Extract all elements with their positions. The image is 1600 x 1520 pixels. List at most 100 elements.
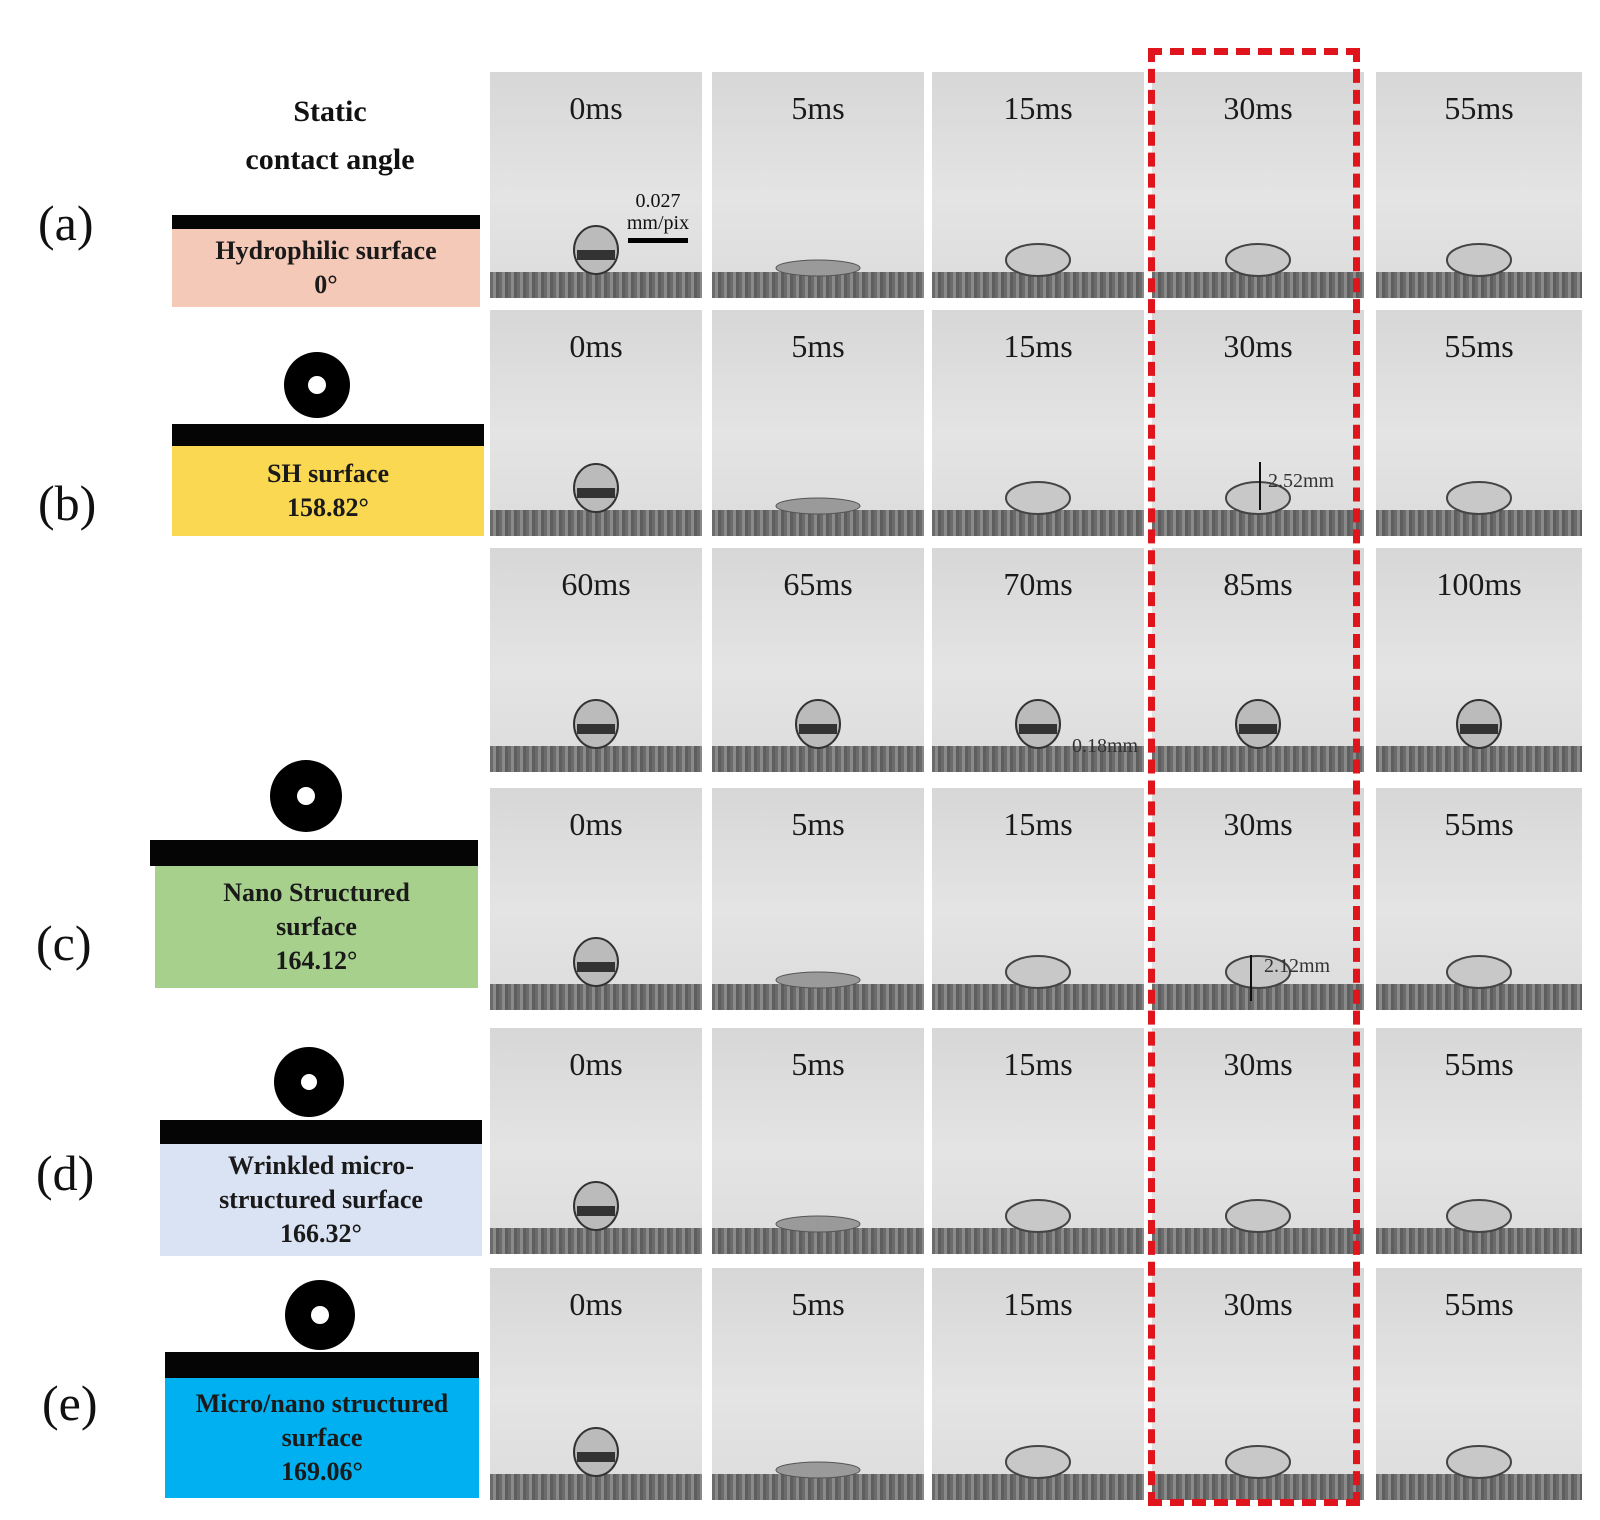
droplet-shape	[1005, 955, 1071, 989]
frame-time-label: 0ms	[569, 1286, 623, 1322]
droplet-shape	[1235, 699, 1281, 749]
droplet-shape	[1446, 1445, 1512, 1479]
row-label-c: (c)	[36, 915, 92, 971]
annotation-b-30ms: 2.52mm	[1268, 470, 1335, 492]
frame-ground	[490, 746, 702, 772]
frame-time-label: 55ms	[1444, 1286, 1514, 1322]
frame-b-1: 5ms	[712, 310, 924, 536]
droplet-shape	[573, 1427, 619, 1477]
frame-b-2: 15ms	[932, 310, 1144, 536]
substrate-a	[172, 215, 480, 229]
static-contact-angle-header: Static contact angle	[200, 88, 460, 184]
frame-time-label: 15ms	[1003, 806, 1073, 842]
frame-e-0: 0ms	[490, 1268, 702, 1500]
frame-b2-4: 100ms	[1376, 548, 1582, 772]
droplet-shape	[573, 1181, 619, 1231]
surface-box-c: Nano Structured surface 164.12°	[155, 866, 478, 988]
frame-time-label: 30ms	[1223, 1046, 1293, 1082]
surface-b-angle: 158.82°	[287, 493, 369, 522]
droplet-shape	[1225, 1445, 1291, 1479]
frame-time-label: 55ms	[1444, 1046, 1514, 1082]
droplet-shape	[795, 699, 841, 749]
row-label-e: (e)	[42, 1375, 98, 1431]
droplet-shape	[573, 699, 619, 749]
frame-a-4: 55ms	[1376, 72, 1582, 298]
frame-b-0: 0ms	[490, 310, 702, 536]
surface-b-name: SH surface	[266, 459, 390, 488]
frame-time-label: 15ms	[1003, 1046, 1073, 1082]
row-label-b: (b)	[38, 475, 97, 531]
droplet-shape	[775, 971, 861, 989]
frame-time-label: 0ms	[569, 328, 623, 364]
frame-time-label: 5ms	[791, 90, 845, 126]
frame-b-3: 30ms	[1152, 310, 1364, 536]
header-line2: contact angle	[245, 143, 415, 176]
droplet-shape	[1446, 481, 1512, 515]
frame-d-3: 30ms	[1152, 1028, 1364, 1254]
frame-b2-3: 85ms	[1152, 548, 1364, 772]
surface-box-e: Micro/nano structured surface 169.06°	[165, 1378, 479, 1498]
droplet-shape	[1446, 243, 1512, 277]
frame-c-2: 15ms	[932, 788, 1144, 1010]
scale-bar: 0.027 mm/pix	[608, 190, 708, 243]
frame-c-4: 55ms	[1376, 788, 1582, 1010]
droplet-shape	[1225, 955, 1291, 989]
frame-c-1: 5ms	[712, 788, 924, 1010]
substrate-d	[160, 1120, 482, 1144]
row-label-a: (a)	[38, 195, 94, 251]
frame-d-4: 55ms	[1376, 1028, 1582, 1254]
frame-b2-2: 70ms	[932, 548, 1144, 772]
frame-time-label: 70ms	[1003, 566, 1073, 602]
frame-time-label: 55ms	[1444, 328, 1514, 364]
droplet-d-icon	[274, 1047, 344, 1117]
frame-e-4: 55ms	[1376, 1268, 1582, 1500]
scale-unit: mm/pix	[626, 212, 690, 234]
row-label-d: (d)	[36, 1145, 95, 1201]
height-arrow-b	[1259, 462, 1261, 510]
surface-box-a: Hydrophilic surface 0°	[172, 229, 480, 307]
frame-e-3: 30ms	[1152, 1268, 1364, 1500]
frame-time-label: 5ms	[791, 328, 845, 364]
frame-ground	[1152, 746, 1364, 772]
surface-box-d: Wrinkled micro- structured surface 166.3…	[160, 1144, 482, 1256]
droplet-shape	[775, 1215, 861, 1233]
frame-time-label: 0ms	[569, 90, 623, 126]
frame-ground	[932, 746, 1144, 772]
droplet-shape	[775, 259, 861, 277]
droplet-shape	[1225, 243, 1291, 277]
substrate-e	[165, 1352, 479, 1378]
surface-c-name: Nano Structured	[223, 878, 410, 907]
surface-box-b: SH surface 158.82°	[172, 446, 484, 536]
frame-ground	[490, 272, 702, 298]
frame-time-label: 15ms	[1003, 90, 1073, 126]
frame-time-label: 30ms	[1223, 328, 1293, 364]
frame-e-1: 5ms	[712, 1268, 924, 1500]
droplet-shape	[1225, 1199, 1291, 1233]
droplet-e-icon	[285, 1280, 355, 1350]
highlight-30ms-column	[1148, 48, 1360, 1506]
frame-time-label: 15ms	[1003, 1286, 1073, 1322]
frame-time-label: 65ms	[783, 566, 853, 602]
frame-time-label: 5ms	[791, 806, 845, 842]
surface-e-name: Micro/nano structured	[195, 1389, 449, 1418]
substrate-b	[172, 424, 484, 446]
annotation-b-70ms: 0.18mm	[1072, 735, 1139, 757]
surface-c-name2: surface	[276, 912, 357, 941]
droplet-b-icon	[284, 352, 350, 418]
frame-c-0: 0ms	[490, 788, 702, 1010]
frame-a-0: 0ms	[490, 72, 702, 298]
frame-time-label: 100ms	[1436, 566, 1522, 602]
frame-time-label: 15ms	[1003, 328, 1073, 364]
frame-b2-1: 65ms	[712, 548, 924, 772]
droplet-shape	[1225, 481, 1291, 515]
frame-a-1: 5ms	[712, 72, 924, 298]
droplet-shape	[1015, 699, 1061, 749]
frame-a-3: 30ms	[1152, 72, 1364, 298]
frame-ground	[490, 984, 702, 1010]
frame-e-2: 15ms	[932, 1268, 1144, 1500]
scale-bar-line	[628, 238, 688, 243]
droplet-shape	[1005, 243, 1071, 277]
droplet-shape	[1005, 481, 1071, 515]
scale-value: 0.027	[635, 190, 681, 212]
surface-d-name2: structured surface	[219, 1185, 423, 1214]
